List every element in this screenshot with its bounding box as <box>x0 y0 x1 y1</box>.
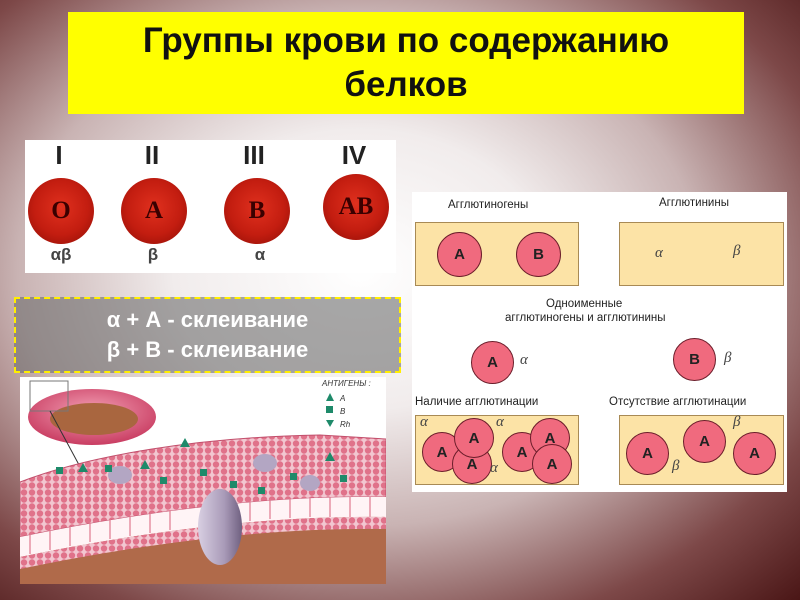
group-3-numeral: III <box>243 140 265 170</box>
group-2-numeral: II <box>144 140 160 170</box>
group-1-agglutinins: αβ <box>50 245 72 264</box>
agglutinins-label: Агглютинины <box>659 197 729 209</box>
agglutinins-box: α β <box>619 222 784 286</box>
group-2-agglutinins: β <box>147 245 159 264</box>
same-name-label-2: агглютиногены и агглютинины <box>505 312 666 324</box>
membrane-protein <box>198 489 242 565</box>
antigen-legend-a: A <box>339 394 345 403</box>
same-name-label-1: Одноименные <box>546 298 623 310</box>
beta-symbol: β <box>733 243 741 259</box>
agglutination-rules: α + А - склеивание β + В - склеивание <box>14 297 401 373</box>
group-3-agglutinins: α <box>254 245 266 264</box>
rule-alpha-a: α + А - склеивание <box>106 307 309 332</box>
group-4-cell: AB <box>323 174 389 240</box>
slide-title: Группы крови по содержанию белков <box>68 12 744 114</box>
agglutination-present-label: Наличие агглютинации <box>415 396 539 408</box>
same-cell-b: B <box>673 338 716 381</box>
cell-b: B <box>516 232 561 277</box>
agglutinogens-box: A B <box>415 222 579 286</box>
agglutinogens-label: Агглютиногены <box>448 199 529 211</box>
clump-cell-6: A <box>532 444 572 484</box>
title-line-2: белков <box>344 65 468 104</box>
agglutination-absent-box: A A A β β <box>619 414 784 485</box>
group-1-cell: O <box>28 178 94 244</box>
free-cell-3: A <box>733 432 776 475</box>
antigen-legend-title: АНТИГЕНЫ : <box>321 379 371 388</box>
free-cell-1: A <box>626 432 669 475</box>
blood-groups-panel: I II III IV O A B AB αβ β α <box>25 140 396 273</box>
group-3-cell: B <box>224 178 290 244</box>
antigen-legend-rh: Rh <box>340 420 351 429</box>
free-beta-2: β <box>672 458 680 474</box>
clump-cell-3: A <box>454 418 494 458</box>
antigen-legend-b: B <box>340 407 346 416</box>
agglutination-absent-label: Отсутствие агглютинации <box>609 396 747 408</box>
antigen-rh-icon <box>326 420 334 427</box>
group-1-numeral: I <box>55 140 63 170</box>
group-2-cell: A <box>121 178 187 244</box>
membrane-drawing: АНТИГЕНЫ : A B Rh <box>19 379 387 584</box>
agglutination-scheme: Агглютиногены Агглютинины A B α β Одноим… <box>412 192 787 492</box>
title-line-1: Группы крови по содержанию <box>142 21 670 60</box>
membrane-illustration: АНТИГЕНЫ : A B Rh <box>19 377 387 584</box>
clump-alpha-3: α <box>490 460 498 476</box>
rule-beta-b: β + В - склеивание <box>106 337 309 362</box>
group-4-numeral: IV <box>341 140 367 170</box>
antigen-b-icon <box>326 406 333 413</box>
alpha-symbol: α <box>655 245 663 261</box>
clump-alpha-1: α <box>420 414 428 430</box>
clump-alpha-2: α <box>496 414 504 430</box>
same-cell-a: A <box>471 341 514 384</box>
same-alpha: α <box>520 352 528 368</box>
antigen-a-icon <box>326 393 334 401</box>
free-cell-2: A <box>683 420 726 463</box>
agglutination-present-box: A A A A A A α α α <box>415 414 579 485</box>
free-beta-1: β <box>733 414 741 430</box>
same-beta: β <box>724 350 732 366</box>
cell-a: A <box>437 232 482 277</box>
